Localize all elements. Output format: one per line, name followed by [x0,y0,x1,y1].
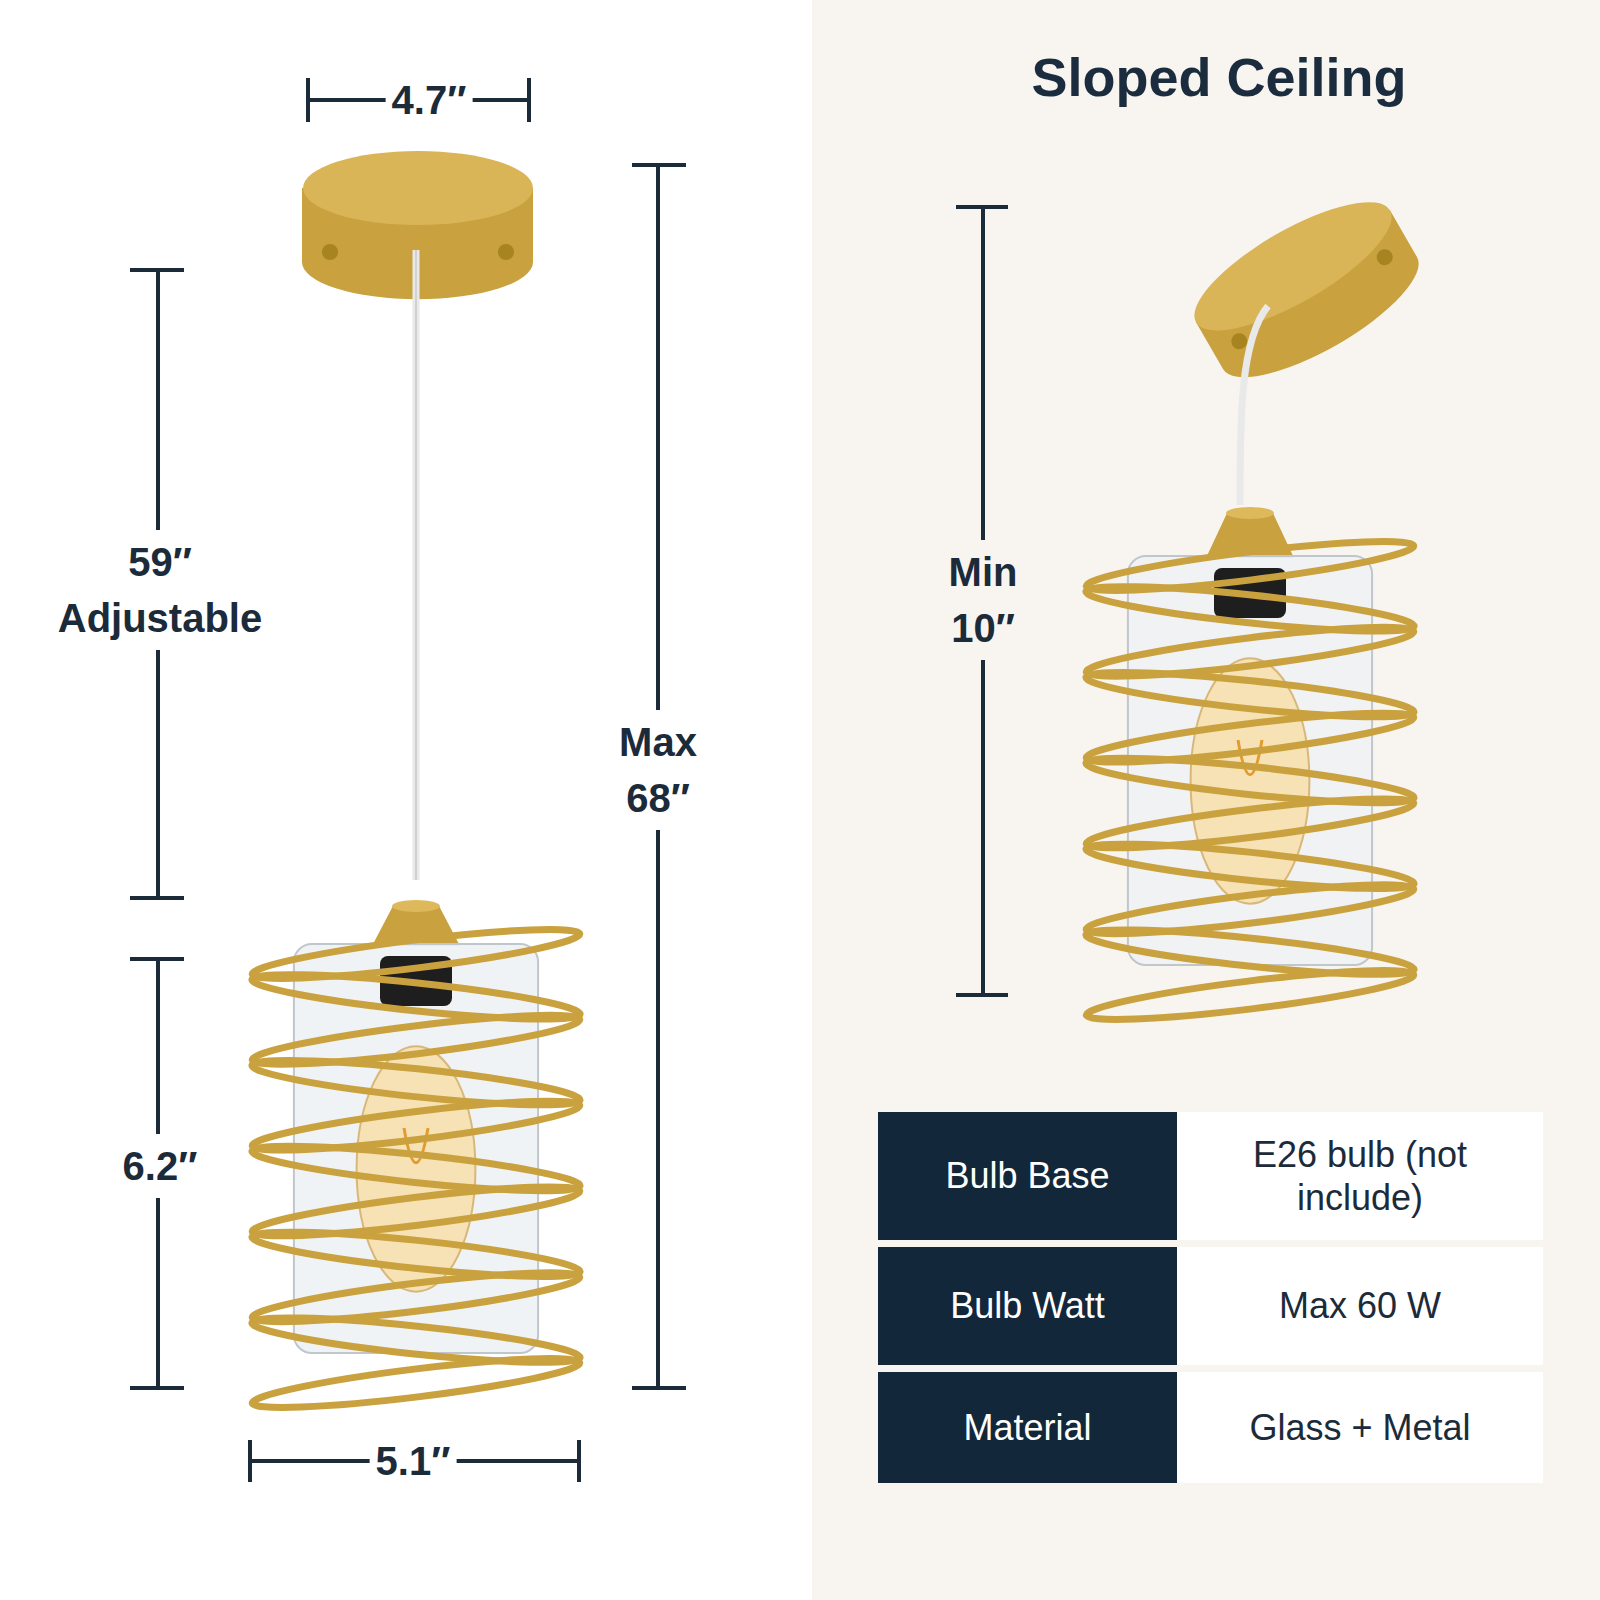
table-header-cell: Material [878,1372,1177,1483]
metal-band [251,1349,582,1417]
cord [1240,306,1268,505]
dimension-label: 5.1″ [370,1429,457,1493]
cell-text: Material [963,1406,1091,1449]
table-value-cell: E26 bulb (not include) [1177,1112,1543,1240]
table-value-cell: Glass + Metal [1177,1372,1543,1483]
socket-cap [1226,507,1274,519]
table-header-cell: Bulb Base [878,1112,1177,1240]
table-value-cell: Max 60 W [1177,1247,1543,1365]
cell-text: Bulb Watt [950,1284,1105,1327]
table-header-cell: Bulb Watt [878,1247,1177,1365]
right-panel [812,0,1600,1600]
dimension-label: 6.2″ [117,1134,204,1198]
cell-text: Max 60 W [1279,1284,1441,1327]
dimension-label: Min 10″ [917,540,1049,660]
dimension-label: 59″ Adjustable [24,530,296,650]
cell-text: Bulb Base [945,1154,1109,1197]
dimension-lines [130,78,1008,1482]
lamp-shade [1084,507,1415,1029]
cord [415,250,417,880]
cell-text: E26 bulb (not include) [1199,1133,1521,1219]
dimension-label: 4.7″ [386,68,473,132]
lamp-shade [250,900,581,1417]
socket-cap [392,900,440,912]
cell-text: Glass + Metal [1249,1406,1470,1449]
canopy [1178,179,1435,400]
metal-band [1085,961,1416,1029]
cord [413,250,420,880]
bulb [357,1046,476,1291]
dimension-label: Max 68″ [592,710,724,830]
panel-title: Sloped Ceiling [1031,46,1406,108]
bulb [1191,658,1310,903]
